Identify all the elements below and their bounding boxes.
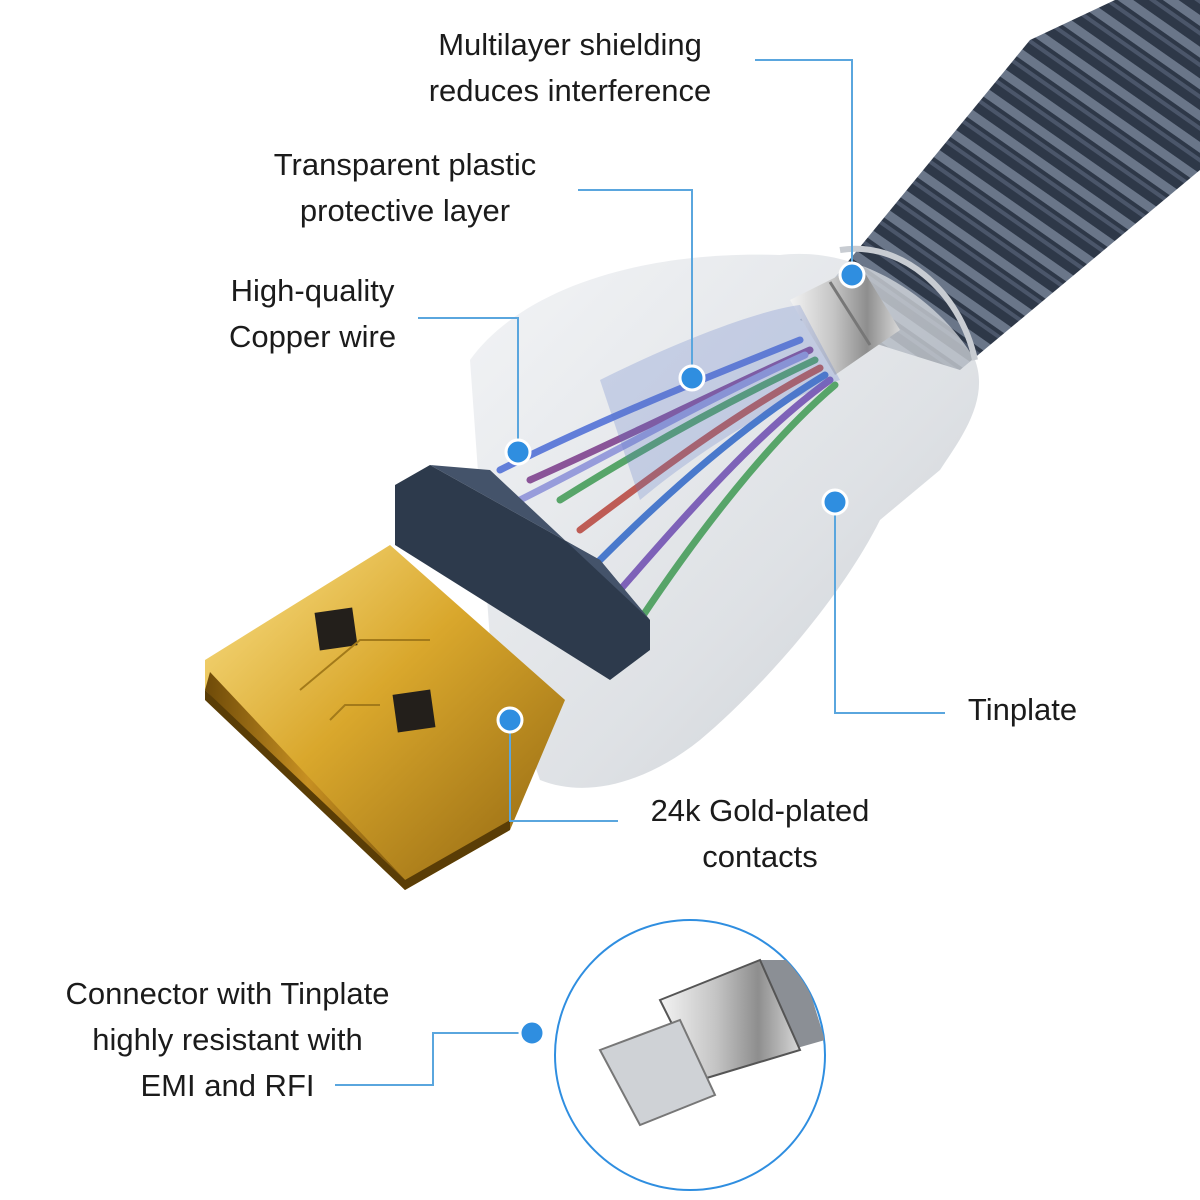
label-connector-line-3: EMI and RFI (140, 1068, 315, 1103)
label-tinplate-line-1: Tinplate (967, 692, 1078, 727)
label-connector: Connector with Tinplate highly resistant… (30, 971, 425, 1109)
leader-line-shielding (755, 59, 853, 275)
leader-line-connector (335, 1032, 532, 1086)
dot-gold (496, 706, 524, 734)
clear-sleeve (600, 305, 840, 500)
label-plastic-line-1: Transparent plastic (273, 147, 537, 182)
label-copper-line-1: High-quality (230, 273, 395, 308)
leader-line-gold (509, 720, 618, 822)
label-shielding: Multilayer shielding reduces interferenc… (395, 22, 745, 114)
label-plastic: Transparent plastic protective layer (240, 142, 570, 234)
braided-cable (800, 0, 1200, 370)
shielding-ferrule (790, 265, 900, 375)
leader-line-tinplate (834, 502, 945, 714)
dot-copper (504, 438, 532, 466)
label-shielding-line-2: reduces interference (428, 73, 712, 108)
leader-lines (335, 59, 945, 1086)
label-copper: High-quality Copper wire (200, 268, 425, 360)
dot-plastic (678, 364, 706, 392)
gold-plug (205, 545, 565, 890)
dot-connector (518, 1019, 546, 1047)
label-shielding-line-1: Multilayer shielding (438, 27, 702, 62)
label-connector-line-1: Connector with Tinplate (65, 976, 390, 1011)
leader-line-plastic (578, 189, 693, 378)
dot-tinplate (821, 488, 849, 516)
inset-circle (554, 919, 826, 1191)
label-plastic-line-2: protective layer (299, 193, 511, 228)
dot-shielding (838, 261, 866, 289)
label-tinplate: Tinplate (950, 687, 1095, 733)
copper-wires (496, 336, 839, 624)
label-connector-line-2: highly resistant with (92, 1022, 363, 1057)
callout-dots (496, 261, 866, 1047)
label-gold: 24k Gold-plated contacts (625, 788, 895, 880)
label-gold-line-1: 24k Gold-plated (650, 793, 870, 828)
label-gold-line-2: contacts (702, 839, 818, 874)
connector-collar (395, 465, 650, 680)
leader-line-copper (418, 317, 519, 452)
label-copper-line-2: Copper wire (228, 319, 397, 354)
